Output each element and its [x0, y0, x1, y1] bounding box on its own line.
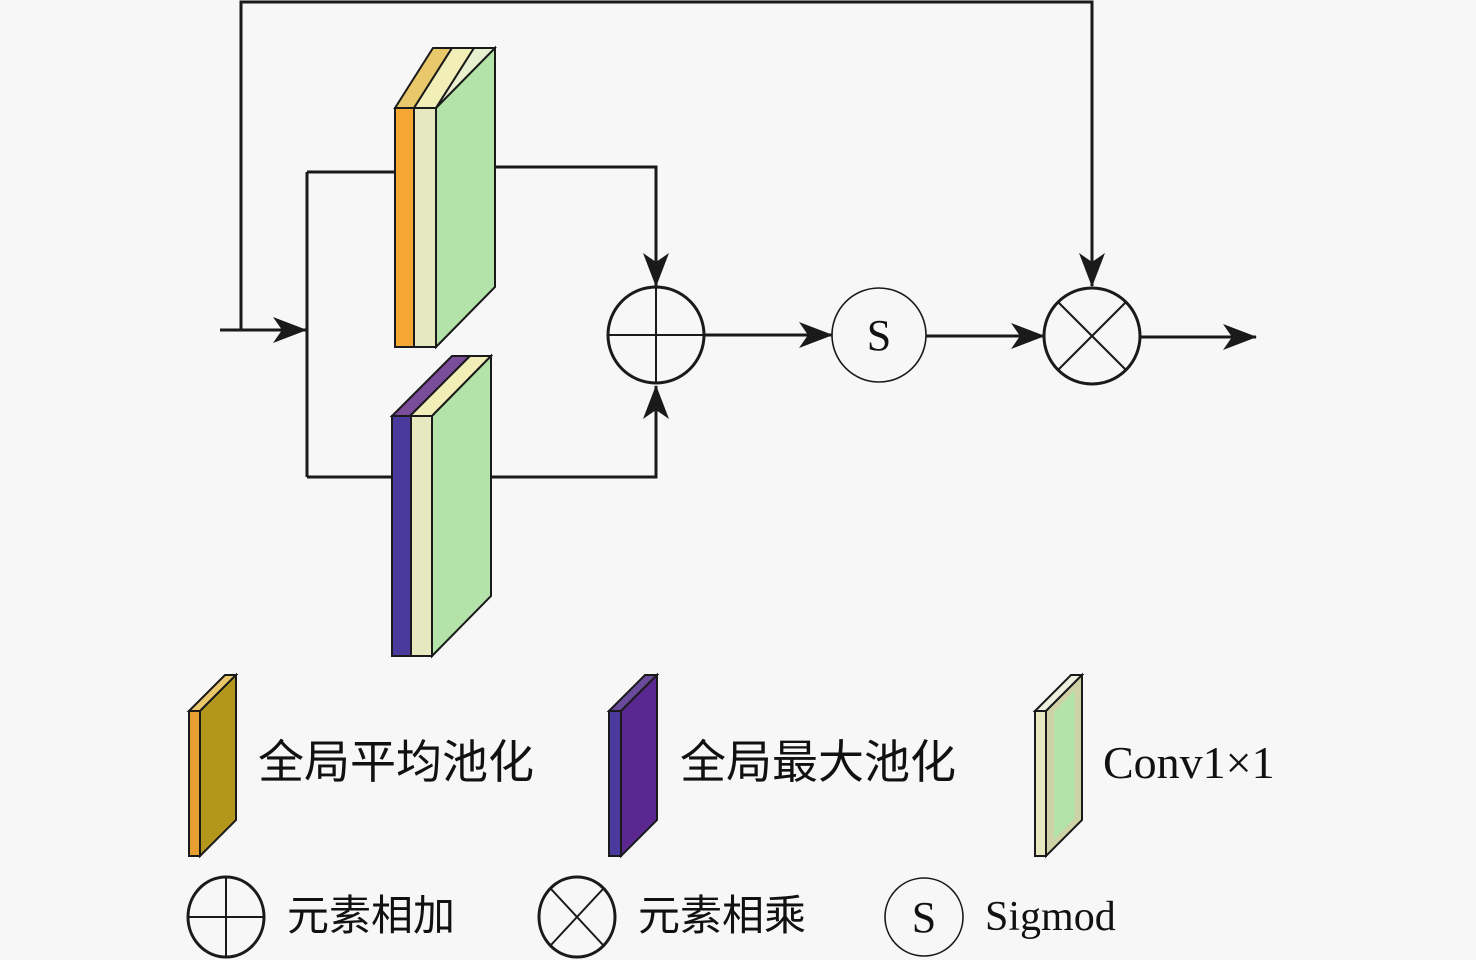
legend-item-sigmoid: S Sigmod — [884, 877, 1116, 957]
sigmoid-letter: S — [867, 311, 891, 360]
conv-block-icon — [1032, 672, 1085, 859]
legend-label-avg-pool: 全局平均池化 — [258, 735, 534, 789]
avg-pool-block-icon — [186, 672, 239, 859]
skip-connection-line — [239, 0, 1105, 330]
legend-label-sigmoid: Sigmod — [985, 894, 1116, 940]
conv-layer-front — [413, 107, 437, 348]
legend-label-max-pool: 全局最大池化 — [680, 735, 956, 789]
legend-item-element-multiply: 元素相乘 — [537, 875, 806, 959]
legend-item-conv: Conv1×1 — [1032, 672, 1275, 859]
element-add-node — [606, 285, 706, 385]
multiply-circle — [1042, 286, 1142, 386]
legend-item-max-pool: 全局最大池化 — [606, 672, 956, 859]
avg-branch-to-add-line — [495, 165, 669, 287]
avg-pool-layer — [394, 107, 415, 348]
legend-item-avg-pool: 全局平均池化 — [186, 672, 534, 859]
sigmoid-circle — [831, 287, 927, 383]
sigmoid-icon: S — [884, 877, 964, 957]
element-add-icon — [186, 875, 266, 959]
max-branch-to-add-line — [492, 385, 669, 479]
avg-pool-conv-block — [393, 45, 497, 350]
sigmoid-node: S — [831, 287, 927, 383]
conv-layer-front-2 — [410, 415, 433, 657]
legend-label-conv: Conv1×1 — [1103, 737, 1275, 788]
legend-label-element-multiply: 元素相乘 — [638, 891, 806, 940]
legend-label-element-add: 元素相加 — [287, 891, 455, 940]
max-pool-layer — [391, 415, 412, 657]
max-pool-block-icon — [606, 672, 660, 859]
legend-item-element-add: 元素相加 — [186, 875, 455, 959]
element-multiply-icon — [537, 875, 617, 959]
svg-text:S: S — [912, 893, 936, 942]
max-pool-conv-block — [389, 353, 494, 659]
element-multiply-node — [1042, 286, 1142, 386]
